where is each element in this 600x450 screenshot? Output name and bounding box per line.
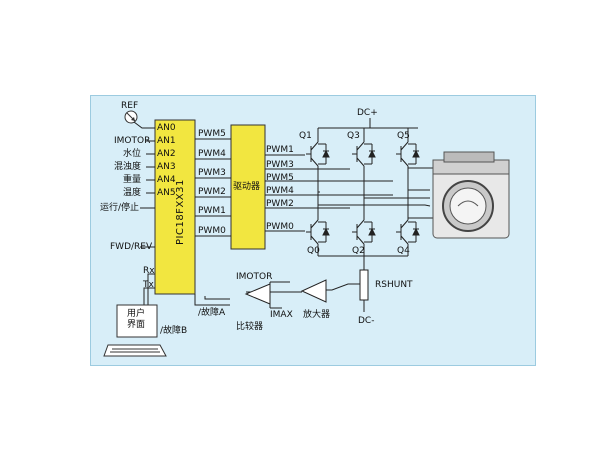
pin-an5: AN5 — [157, 188, 176, 198]
turbidity-label: 混浊度 — [114, 162, 142, 172]
imotor-input-label: IMOTOR — [114, 136, 151, 146]
mcu-name: PIC18FXX31 — [175, 179, 186, 245]
transistor-icon — [396, 140, 420, 168]
transistor-icon — [306, 140, 330, 168]
transistor-icon — [352, 218, 376, 246]
user-interface-line2: 界面 — [127, 320, 146, 330]
rx-label: Rx — [143, 266, 155, 276]
ref-probe-icon — [124, 110, 138, 124]
washing-machine-icon — [432, 151, 510, 239]
transistor-icon — [306, 218, 330, 246]
q2-label: Q2 — [352, 246, 365, 256]
mcu-pwm3: PWM3 — [198, 168, 226, 178]
fwd-rev-label: FWD/REV — [110, 242, 153, 252]
q3-label: Q3 — [347, 131, 360, 141]
q4-label: Q4 — [397, 246, 410, 256]
pin-an0: AN0 — [157, 123, 176, 133]
transistor-icon — [352, 140, 376, 168]
user-interface-line1: 用户 — [127, 309, 146, 319]
driver-out-pwm4: PWM4 — [266, 186, 294, 196]
tx-label: Tx — [143, 280, 154, 290]
mcu-block — [154, 119, 196, 295]
weight-label: 重量 — [123, 175, 142, 185]
ref-label: REF — [121, 101, 139, 111]
driver-out-pwm3: PWM3 — [266, 160, 294, 170]
fault-a-label: /故障A — [198, 308, 226, 318]
mcu-pwm1: PWM1 — [198, 206, 226, 216]
q5-label: Q5 — [397, 131, 410, 141]
comparator-label: 比较器 — [236, 322, 264, 332]
shunt-resistor — [359, 269, 369, 301]
driver-label: 驱动器 — [233, 182, 261, 192]
amplifier-symbol — [300, 279, 327, 303]
rshunt-label: RSHUNT — [375, 280, 413, 290]
dc-minus-label: DC- — [358, 316, 375, 326]
q0-label: Q0 — [307, 246, 320, 256]
water-level-label: 水位 — [123, 149, 142, 159]
q1-label: Q1 — [299, 131, 312, 141]
driver-out-pwm1: PWM1 — [266, 145, 294, 155]
comparator-symbol — [244, 283, 271, 305]
mcu-pwm2: PWM2 — [198, 187, 226, 197]
driver-out-pwm2: PWM2 — [266, 199, 294, 209]
transistor-icon — [396, 218, 420, 246]
pin-an3: AN3 — [157, 162, 176, 172]
amplifier-label: 放大器 — [303, 310, 331, 320]
fault-b-label: /故障B — [160, 326, 188, 336]
temperature-label: 温度 — [123, 188, 142, 198]
pin-an1: AN1 — [157, 136, 176, 146]
driver-block — [230, 124, 266, 250]
transistor-bridge — [306, 140, 420, 246]
driver-out-pwm0: PWM0 — [266, 222, 294, 232]
mcu-pwm5: PWM5 — [198, 129, 226, 139]
mcu-pwm4: PWM4 — [198, 149, 226, 159]
mcu-pwm0: PWM0 — [198, 226, 226, 236]
run-stop-label: 运行/停止 — [100, 203, 140, 213]
laptop-icon — [103, 304, 167, 357]
imotor-feedback-label: IMOTOR — [236, 272, 273, 282]
imax-label: IMAX — [270, 310, 293, 320]
dc-plus-label: DC+ — [357, 108, 378, 118]
pin-an4: AN4 — [157, 175, 176, 185]
pin-an2: AN2 — [157, 149, 176, 159]
driver-out-pwm5: PWM5 — [266, 173, 294, 183]
